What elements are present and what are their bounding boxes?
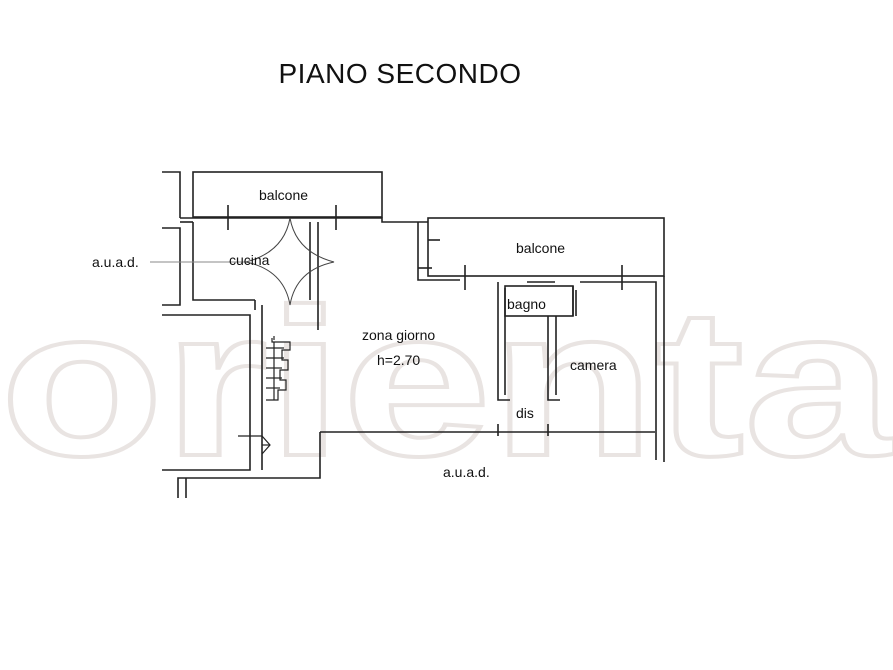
balcone-upper-outline [192, 171, 383, 218]
dis-label: dis [516, 405, 534, 421]
balcone-right-outline [427, 217, 665, 277]
compass-star-icon [150, 217, 335, 306]
auad-bottom-label: a.u.a.d. [443, 464, 490, 480]
balcone-right-label: balcone [516, 240, 566, 256]
page-title: PIANO SECONDO [278, 58, 522, 89]
watermark: orienta [0, 290, 893, 480]
zona-giorno-label: zona giorno [362, 327, 436, 343]
auad-left-label: a.u.a.d. [92, 254, 139, 270]
watermark-text: orienta [0, 290, 893, 480]
height-label: h=2.70 [377, 352, 421, 368]
balcone-upper-label: balcone [259, 187, 309, 203]
walls [162, 171, 665, 498]
bagno-label: bagno [507, 296, 546, 312]
camera-label: camera [570, 357, 617, 373]
cucina-label: cucina [229, 252, 270, 268]
staircase [238, 336, 291, 455]
